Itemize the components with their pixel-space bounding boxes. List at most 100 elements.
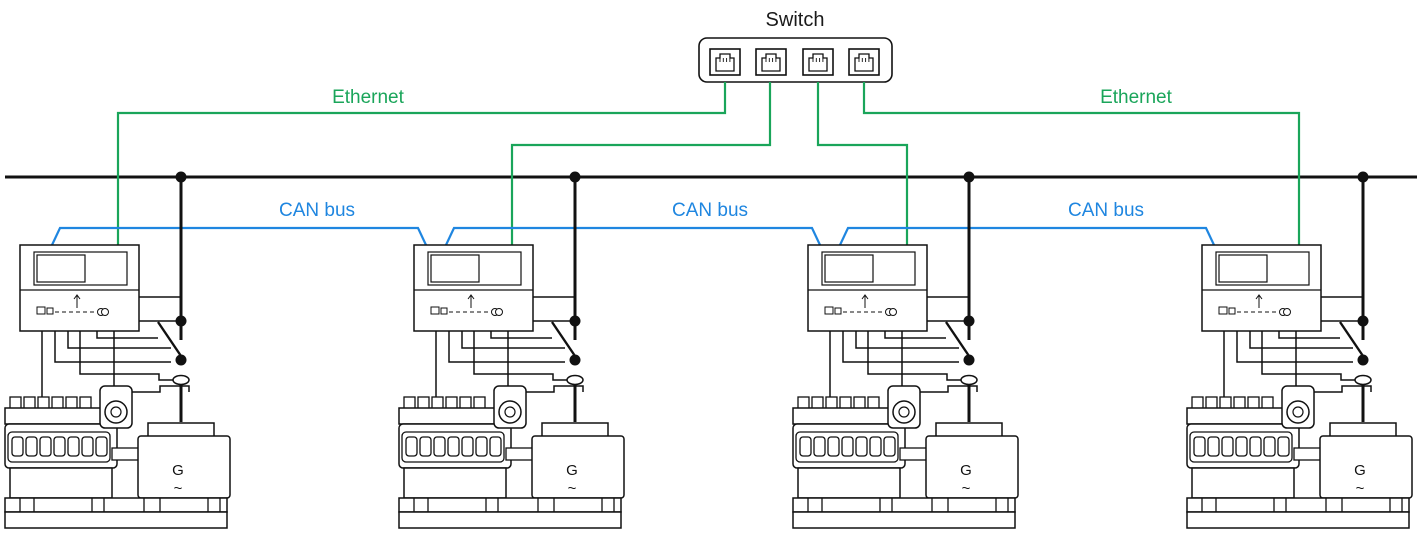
engine-head	[1186, 407, 1294, 425]
engine-head	[4, 407, 112, 425]
engine-cylinder	[855, 436, 868, 457]
engine-cylinder	[1221, 436, 1234, 457]
wire	[901, 331, 978, 393]
engine-cylinder	[475, 436, 488, 457]
can-bus-cabling: CAN bus CAN bus CAN bus	[51, 200, 1215, 246]
can-bus-label-1: CAN bus	[279, 200, 355, 221]
generator-top	[1329, 422, 1397, 438]
engine-cylinder	[1249, 436, 1262, 457]
engine-cylinder	[799, 436, 812, 457]
current-transformer	[960, 374, 978, 386]
base-frame	[792, 511, 1016, 529]
engine-cylinder	[447, 436, 460, 457]
wire	[867, 331, 961, 381]
can-bus-line-2	[445, 226, 821, 246]
base-frame	[1186, 511, 1410, 529]
engine-cylinder	[53, 436, 66, 457]
genset-unit-3: G~	[792, 171, 1019, 529]
genset-unit-1: G~	[4, 171, 231, 529]
indicator-square	[1218, 306, 1228, 315]
indicator-square	[36, 306, 46, 315]
indicator-square	[824, 306, 834, 315]
network-switch: Switch	[698, 9, 893, 83]
engine-cylinder	[81, 436, 94, 457]
turbocharger-hub	[1292, 406, 1304, 418]
ethernet-line-unit-1	[116, 82, 727, 248]
switch-port-2	[755, 48, 787, 76]
indicator-square	[430, 306, 440, 315]
base-frame-rail	[398, 497, 622, 513]
breaker-bottom-dot	[569, 354, 581, 366]
ethernet-line-unit-4	[862, 82, 1301, 248]
engine-head	[792, 407, 900, 425]
current-transformer	[1354, 374, 1372, 386]
engine-cylinder	[841, 436, 854, 457]
generator-symbol: G	[1354, 462, 1366, 479]
wire	[855, 331, 959, 349]
base-frame-rail	[4, 497, 228, 513]
indicator-square-small	[834, 307, 842, 315]
generator-body	[1319, 435, 1413, 499]
engine-cylinder	[461, 436, 474, 457]
base-frame	[398, 511, 622, 529]
indicator-ring	[101, 308, 109, 316]
engine-cylinder	[405, 436, 418, 457]
genset-unit-4: G~	[1186, 171, 1413, 529]
wire	[79, 331, 173, 381]
indicator-ring	[495, 308, 503, 316]
ethernet-line-unit-2	[510, 82, 772, 248]
engine-cylinder	[1207, 436, 1220, 457]
can-bus-line-1	[51, 226, 427, 246]
engine-crankcase	[1191, 467, 1295, 499]
breaker-bottom-dot	[963, 354, 975, 366]
engine-cylinder	[1193, 436, 1206, 457]
generator-body	[925, 435, 1019, 499]
can-bus-label-2: CAN bus	[672, 200, 748, 221]
wire	[96, 331, 158, 339]
generator-body	[137, 435, 231, 499]
generator-ac-symbol: ~	[962, 480, 971, 497]
port-jack	[808, 53, 828, 72]
port-jack	[854, 53, 874, 72]
engine-cylinder	[1277, 436, 1290, 457]
wire	[54, 331, 171, 363]
ethernet-label-left: Ethernet	[332, 87, 405, 108]
engine-cylinder	[95, 436, 108, 457]
genset-unit-2: G~	[398, 171, 625, 529]
port-jack	[715, 53, 735, 72]
generator-top	[147, 422, 215, 438]
indicator-ring	[1283, 308, 1291, 316]
current-transformer	[172, 374, 190, 386]
generator-top	[935, 422, 1003, 438]
indicator-arrow-head	[467, 294, 475, 300]
switch-body	[698, 37, 893, 83]
port-jack	[761, 53, 781, 72]
engine-crankcase	[797, 467, 901, 499]
bus-junction-dot	[175, 171, 187, 183]
generator-top	[541, 422, 609, 438]
generator-body	[531, 435, 625, 499]
controller-screen	[1218, 254, 1268, 283]
switch-port-3	[802, 48, 834, 76]
wire	[1249, 331, 1353, 349]
engine-cylinder	[827, 436, 840, 457]
breaker-blade	[551, 321, 576, 357]
generator-symbol: G	[566, 462, 578, 479]
controller-screen	[824, 254, 874, 283]
turbocharger-hub	[898, 406, 910, 418]
wire	[884, 331, 946, 339]
engine-cylinder	[25, 436, 38, 457]
engine-cylinder	[489, 436, 502, 457]
engine-cylinder	[433, 436, 446, 457]
engine-head	[398, 407, 506, 425]
base-frame-rail	[792, 497, 1016, 513]
engine-cylinder	[869, 436, 882, 457]
bus-junction-dot	[1357, 171, 1369, 183]
turbocharger-hub	[110, 406, 122, 418]
indicator-ring	[889, 308, 897, 316]
breaker-bottom-dot	[1357, 354, 1369, 366]
can-bus-label-3: CAN bus	[1068, 200, 1144, 221]
wire	[473, 331, 567, 381]
wire	[507, 331, 584, 393]
